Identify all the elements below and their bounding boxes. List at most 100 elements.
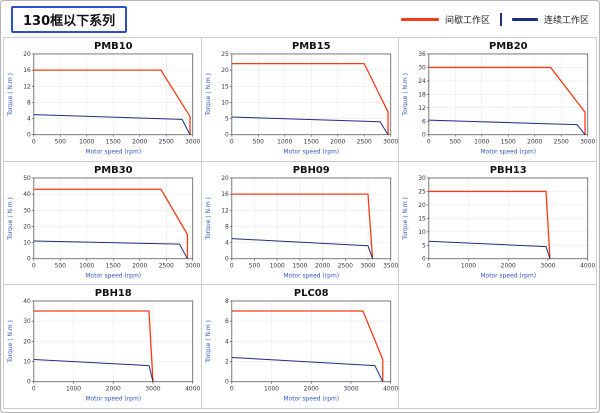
y-tick-label: 50 bbox=[23, 175, 31, 182]
empty-cell bbox=[399, 285, 597, 409]
x-tick-label: 2500 bbox=[159, 139, 174, 146]
y-tick-label: 10 bbox=[23, 359, 31, 366]
x-tick-label: 1500 bbox=[292, 262, 307, 269]
x-tick-label: 0 bbox=[427, 262, 431, 269]
x-tick-label: 3500 bbox=[383, 262, 398, 269]
x-tick-label: 2000 bbox=[132, 262, 147, 269]
x-tick-label: 3000 bbox=[185, 262, 200, 269]
y-tick-label: 20 bbox=[23, 223, 31, 230]
continuous-series-line bbox=[33, 240, 188, 259]
y-axis-label: Torque ( N.m ) bbox=[7, 320, 14, 363]
x-axis-label: Motor speed (rpm) bbox=[85, 396, 141, 403]
x-tick-label: 1000 bbox=[79, 139, 94, 146]
page-header: 130框以下系列 间歇工作区 连续工作区 bbox=[1, 1, 599, 37]
x-tick-label: 500 bbox=[450, 139, 462, 146]
x-tick-label: 0 bbox=[32, 262, 36, 269]
y-tick-label: 6 bbox=[422, 118, 426, 125]
chart-title: PBH13 bbox=[490, 165, 527, 176]
y-tick-label: 10 bbox=[221, 99, 229, 106]
x-tick-label: 4000 bbox=[185, 386, 200, 393]
x-tick-label: 1000 bbox=[269, 262, 284, 269]
y-tick-label: 0 bbox=[225, 132, 229, 139]
plot-frame bbox=[231, 177, 391, 259]
y-tick-label: 20 bbox=[419, 202, 427, 209]
y-tick-label: 0 bbox=[27, 379, 31, 386]
y-tick-label: 5 bbox=[225, 116, 229, 123]
intermittent-series-line bbox=[33, 188, 189, 259]
chart-title: PBH09 bbox=[292, 165, 329, 176]
x-tick-label: 2000 bbox=[330, 139, 345, 146]
y-tick-label: 4 bbox=[27, 116, 31, 123]
chart-title: PMB20 bbox=[489, 41, 528, 52]
intermittent-series-line bbox=[33, 310, 154, 383]
x-axis-label: Motor speed (rpm) bbox=[85, 149, 141, 156]
y-tick-label: 20 bbox=[23, 51, 31, 58]
y-tick-label: 10 bbox=[419, 228, 427, 235]
page-title-text: 130框以下系列 bbox=[23, 13, 116, 29]
x-tick-label: 2000 bbox=[106, 386, 121, 393]
y-tick-label: 18 bbox=[419, 91, 427, 98]
x-tick-label: 2000 bbox=[315, 262, 330, 269]
x-tick-label: 2500 bbox=[159, 262, 174, 269]
y-tick-label: 30 bbox=[419, 175, 427, 182]
y-tick-label: 16 bbox=[221, 191, 229, 198]
x-tick-label: 3000 bbox=[343, 386, 358, 393]
x-tick-label: 2000 bbox=[303, 386, 318, 393]
continuous-series-line bbox=[429, 119, 586, 136]
intermittent-series-line bbox=[429, 190, 551, 259]
y-tick-label: 40 bbox=[23, 298, 31, 305]
y-axis-label: Torque ( N.m ) bbox=[7, 197, 14, 240]
x-axis-label: Motor speed (rpm) bbox=[481, 149, 537, 156]
chart-title: PBH18 bbox=[95, 288, 132, 299]
y-tick-label: 12 bbox=[23, 83, 31, 90]
y-tick-label: 0 bbox=[27, 132, 31, 139]
x-axis-label: Motor speed (rpm) bbox=[85, 272, 141, 279]
legend-item-intermittent: 间歇工作区 bbox=[400, 13, 490, 26]
x-tick-label: 0 bbox=[230, 386, 234, 393]
y-tick-label: 15 bbox=[419, 215, 427, 222]
continuous-series-line bbox=[231, 116, 389, 135]
y-tick-label: 0 bbox=[27, 255, 31, 262]
x-tick-label: 3000 bbox=[541, 262, 556, 269]
y-tick-label: 8 bbox=[225, 298, 229, 305]
y-tick-label: 4 bbox=[225, 339, 229, 346]
y-tick-label: 30 bbox=[23, 207, 31, 214]
x-tick-label: 3000 bbox=[383, 139, 398, 146]
x-tick-label: 1500 bbox=[106, 262, 121, 269]
x-tick-label: 4000 bbox=[383, 386, 398, 393]
chart-title: PMB10 bbox=[94, 41, 133, 52]
y-tick-label: 0 bbox=[422, 132, 426, 139]
legend: 间歇工作区 连续工作区 bbox=[400, 12, 589, 26]
y-axis-label: Torque ( N.m ) bbox=[205, 320, 212, 363]
x-tick-label: 2500 bbox=[337, 262, 352, 269]
x-axis-label: Motor speed (rpm) bbox=[481, 272, 537, 279]
x-tick-label: 3000 bbox=[580, 139, 595, 146]
x-tick-label: 500 bbox=[55, 262, 67, 269]
y-axis-label: Torque ( N.m ) bbox=[402, 73, 409, 116]
continuous-series-line bbox=[33, 114, 191, 135]
x-tick-label: 1500 bbox=[106, 139, 121, 146]
x-tick-label: 0 bbox=[32, 139, 36, 146]
continuous-series-line bbox=[231, 357, 383, 383]
y-tick-label: 25 bbox=[419, 188, 427, 195]
x-tick-label: 2500 bbox=[554, 139, 569, 146]
x-tick-label: 1500 bbox=[303, 139, 318, 146]
y-tick-label: 0 bbox=[225, 379, 229, 386]
y-tick-label: 24 bbox=[419, 78, 427, 85]
y-tick-label: 36 bbox=[419, 51, 427, 58]
y-tick-label: 20 bbox=[221, 175, 229, 182]
x-tick-label: 0 bbox=[427, 139, 431, 146]
x-tick-label: 1000 bbox=[79, 262, 94, 269]
y-axis-label: Torque ( N.m ) bbox=[205, 73, 212, 116]
x-axis-label: Motor speed (rpm) bbox=[283, 149, 339, 156]
